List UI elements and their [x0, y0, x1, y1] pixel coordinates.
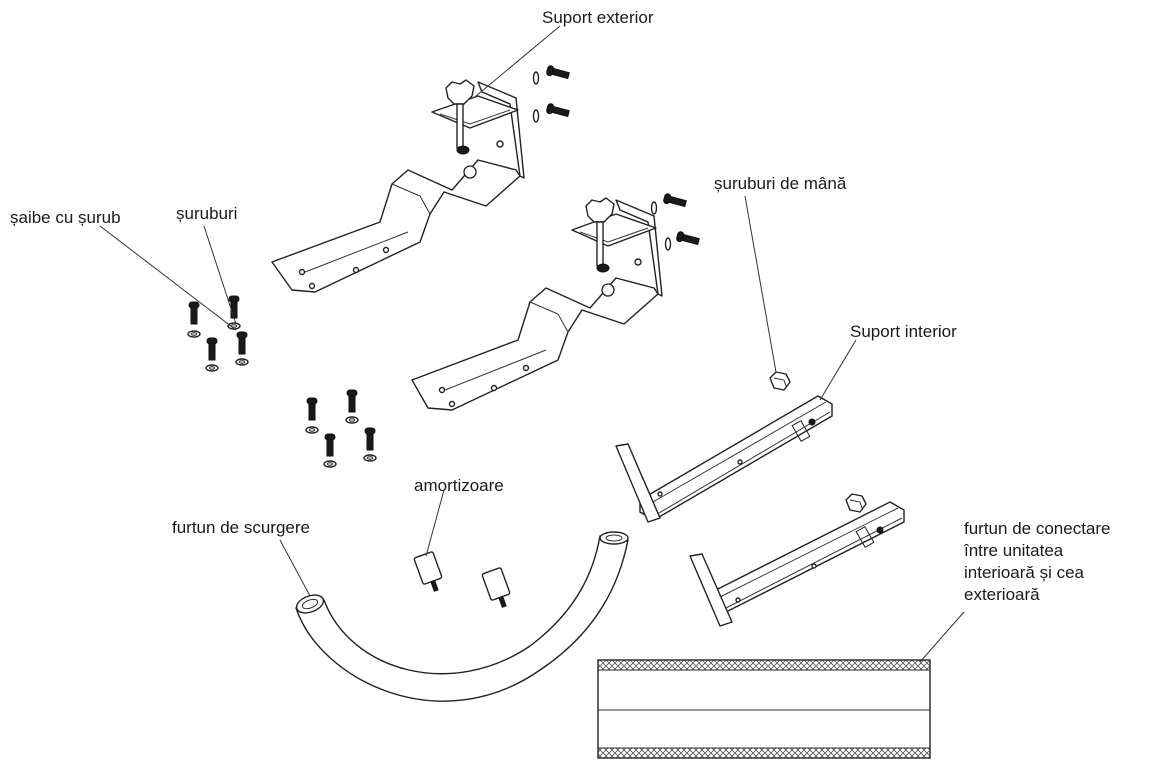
screw-group-2 — [305, 389, 377, 468]
outdoor-bracket-2 — [411, 192, 701, 411]
label-furtun-de-conectare: furtun de conectare între unitatea inter… — [964, 519, 1111, 604]
label-suruburi: șuruburi — [176, 204, 238, 223]
label-suport-exterior: Suport exterior — [542, 8, 654, 27]
label-amortizoare: amortizoare — [414, 476, 504, 495]
label-suport-interior: Suport interior — [850, 322, 957, 341]
screw-group-1 — [187, 295, 249, 372]
leader-lines — [99, 25, 965, 663]
indoor-bracket-1 — [615, 371, 833, 523]
label-suruburi-de-mana: șuruburi de mână — [714, 174, 847, 193]
connecting-hose — [597, 659, 931, 759]
label-saibe-cu-surub: șaibe cu șurub — [10, 208, 121, 227]
dampers — [413, 551, 511, 608]
indoor-bracket-2 — [689, 493, 905, 627]
outdoor-bracket-1 — [271, 64, 571, 293]
label-furtun-de-scurgere: furtun de scurgere — [172, 518, 310, 537]
drain-hose — [295, 531, 629, 702]
